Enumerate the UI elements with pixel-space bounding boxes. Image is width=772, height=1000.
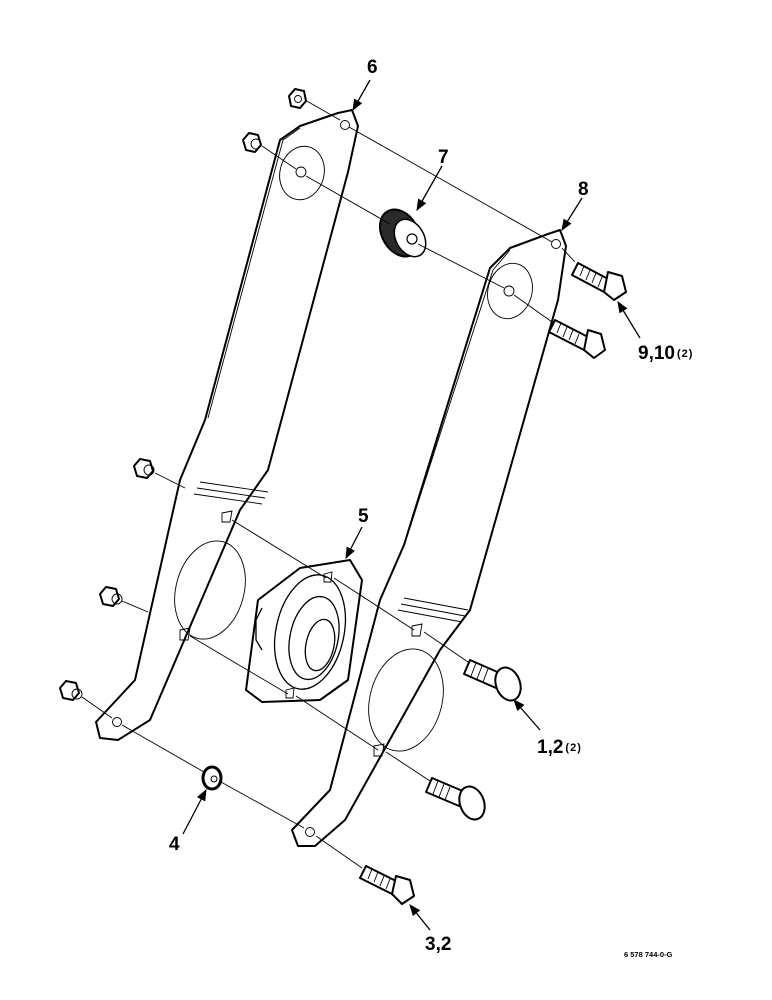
hex-bolt-upper (571, 262, 627, 301)
washer-part-4 (201, 765, 223, 791)
hex-bolt-lower (359, 865, 415, 905)
arm-left-part-6 (95, 109, 359, 741)
callout-4: 4 (169, 834, 180, 855)
hex-bolt-middle (548, 319, 606, 359)
callout-3-2: 3,2 (425, 934, 451, 955)
callout-1-2-text: 1,2 (537, 737, 563, 758)
callout-8: 8 (578, 179, 589, 200)
hex-nut-5 (59, 680, 83, 701)
callout-5: 5 (358, 506, 369, 527)
hex-nut-1 (288, 88, 307, 109)
hex-nut-3 (133, 458, 155, 479)
callout-1-2: 1,2(2) (537, 737, 582, 758)
figure-reference: 6 578 744-0-G (624, 950, 673, 959)
callout-labels: 6 7 8 9,10(2) 5 1,2(2) 4 3,2 6 578 744-0… (169, 57, 693, 959)
callout-6: 6 (367, 57, 378, 78)
bearing-flange-part-5 (245, 559, 363, 703)
callout-9-10-qty: (2) (677, 348, 693, 360)
callout-arrows (182, 79, 641, 931)
hex-nut-4 (99, 586, 123, 607)
arm-right-part-8 (291, 229, 567, 847)
assembly-lines (81, 99, 576, 869)
callout-1-2-qty: (2) (565, 742, 581, 754)
spacer-part-7 (379, 208, 427, 258)
carriage-bolt-lower (425, 777, 486, 821)
callout-9-10: 9,10(2) (638, 343, 693, 364)
callout-9-10-text: 9,10 (638, 343, 675, 364)
carriage-bolt-upper (463, 659, 522, 702)
callout-7: 7 (438, 147, 449, 168)
hex-nut-2 (242, 132, 262, 153)
hex-nuts (59, 88, 307, 701)
